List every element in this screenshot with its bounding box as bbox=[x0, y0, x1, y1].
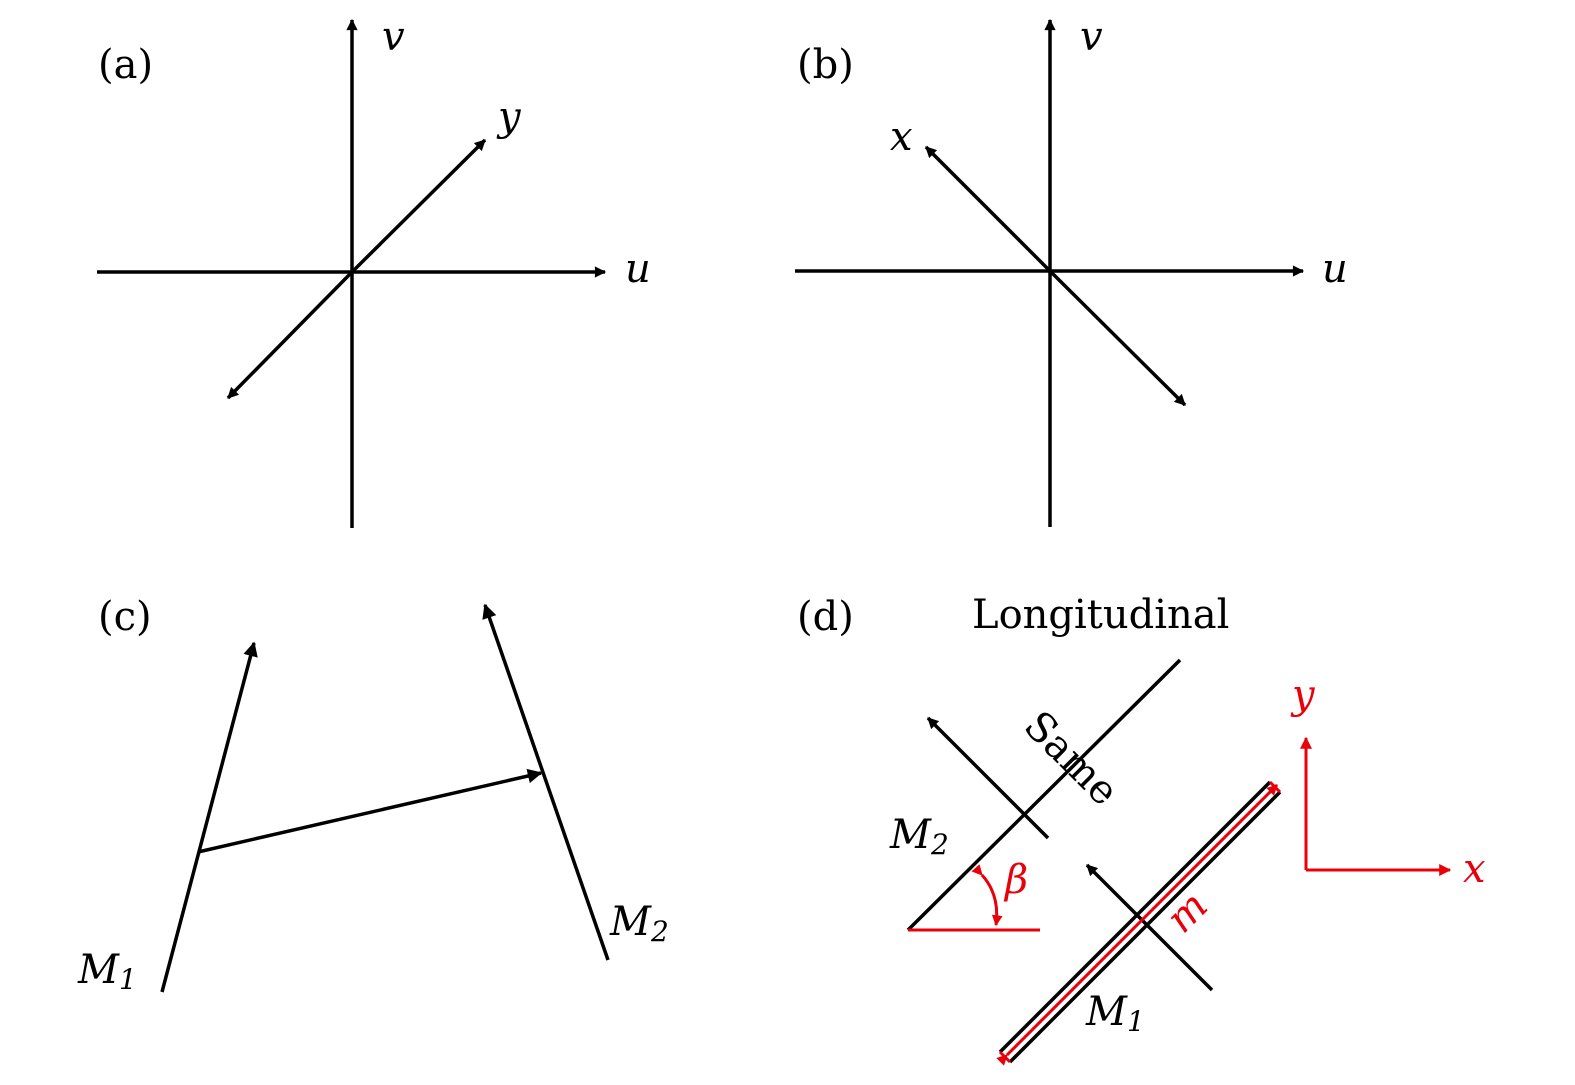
panel-c: (c) M1 M2 bbox=[77, 594, 669, 996]
panel-b-diag-arrow-up bbox=[924, 145, 1052, 273]
panel-a-v-label: v bbox=[382, 14, 405, 60]
panel-c-tag: (c) bbox=[98, 594, 152, 640]
panel-d-tag: (d) bbox=[797, 594, 854, 640]
panel-c-m1-line bbox=[160, 641, 258, 993]
panel-d-m2-line bbox=[906, 658, 1182, 932]
panel-c-m2-label: M2 bbox=[609, 899, 669, 948]
panel-b-x-label: x bbox=[890, 114, 913, 160]
panel-c-m2-line bbox=[482, 603, 610, 961]
panel-b-u-label: u bbox=[1322, 246, 1348, 292]
panel-d-m2-label: M2 bbox=[889, 812, 949, 861]
panel-d-frame-x-label: x bbox=[1463, 846, 1486, 892]
panel-b: (b) v u x bbox=[795, 14, 1348, 527]
panel-c-connector-arrow bbox=[197, 768, 543, 854]
panel-d-title: Longitudinal bbox=[972, 592, 1229, 638]
panel-a-diag-arrow-up bbox=[350, 138, 487, 274]
panel-a-u-label: u bbox=[625, 246, 651, 292]
panel-a-diag-arrow-down bbox=[226, 270, 354, 400]
panel-d-same-label: Same bbox=[1015, 703, 1127, 815]
panel-d-m-label: m bbox=[1158, 883, 1217, 942]
panel-b-v-label: v bbox=[1080, 14, 1103, 60]
panel-a-tag: (a) bbox=[98, 42, 153, 88]
panel-a: (a) v u y bbox=[97, 14, 651, 528]
panel-d: (d) Longitudinal M2 Same β M1 m y x bbox=[797, 592, 1486, 1066]
panel-d-beta-label: β bbox=[1003, 857, 1028, 903]
panel-c-m1-label: M1 bbox=[77, 947, 137, 996]
panel-d-m1-bar-edge-bottom bbox=[1008, 790, 1282, 1064]
panel-b-diag-arrow-down bbox=[1048, 269, 1187, 407]
panel-d-m-length-arrow bbox=[996, 783, 1279, 1066]
panel-a-y-label: y bbox=[496, 94, 522, 140]
panel-b-tag: (b) bbox=[797, 42, 854, 88]
panel-d-beta-arc bbox=[971, 864, 1003, 927]
panel-d-frame-y-label: y bbox=[1290, 672, 1316, 718]
panel-d-m1-label: M1 bbox=[1085, 989, 1145, 1038]
